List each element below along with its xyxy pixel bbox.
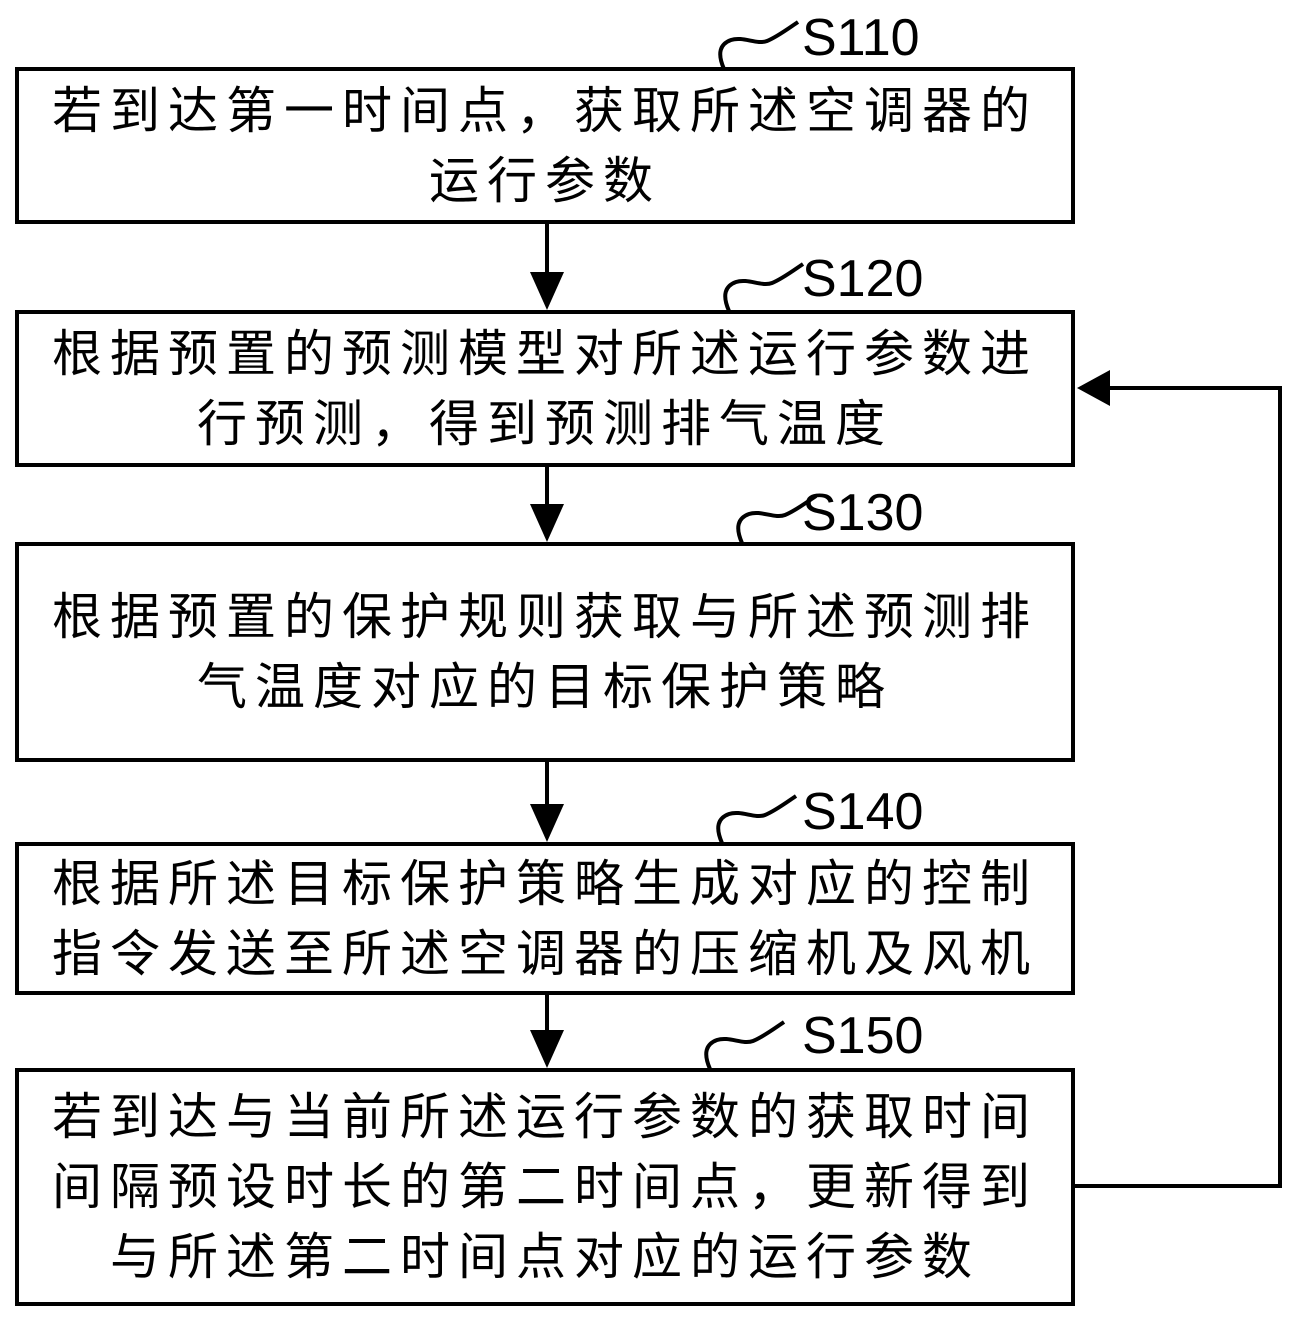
step-text-line: 根据预置的预测模型对所述运行参数进 — [52, 324, 1038, 383]
step-text-line: 若到达第一时间点，获取所述空调器的 — [52, 81, 1038, 140]
step-label-s140: S140 — [802, 783, 924, 841]
step-label-s150: S150 — [802, 1007, 924, 1065]
lead-squiggle-s150 — [704, 1020, 786, 1070]
arrowhead-down-2 — [530, 504, 564, 542]
step-box-s120: 根据预置的预测模型对所述运行参数进 行预测，得到预测排气温度 — [15, 310, 1075, 467]
step-text-line: 根据所述目标保护策略生成对应的控制 — [52, 854, 1038, 913]
feedback-line — [1075, 386, 1282, 1188]
step-text-line: 指令发送至所述空调器的压缩机及风机 — [52, 924, 1038, 983]
arrowhead-down-3 — [530, 804, 564, 842]
lead-squiggle-s110 — [718, 20, 800, 70]
step-text-line: 与所述第二时间点对应的运行参数 — [110, 1228, 980, 1286]
lead-squiggle-s130 — [736, 494, 818, 544]
step-text-line: 气温度对应的目标保护策略 — [197, 658, 893, 716]
arrowhead-left-feedback — [1077, 370, 1110, 406]
lead-squiggle-s120 — [723, 262, 805, 312]
step-text-line: 行预测，得到预测排气温度 — [197, 394, 893, 453]
step-box-s130: 根据预置的保护规则获取与所述预测排 气温度对应的目标保护策略 — [15, 542, 1075, 762]
step-box-s110: 若到达第一时间点，获取所述空调器的 运行参数 — [15, 67, 1075, 224]
step-box-s140: 根据所述目标保护策略生成对应的控制 指令发送至所述空调器的压缩机及风机 — [15, 842, 1075, 995]
lead-squiggle-s140 — [716, 794, 798, 844]
step-box-s150: 若到达与当前所述运行参数的获取时间 间隔预设时长的第二时间点，更新得到 与所述第… — [15, 1068, 1075, 1306]
step-text-line: 根据预置的保护规则获取与所述预测排 — [52, 588, 1038, 646]
arrowhead-down-4 — [530, 1030, 564, 1068]
step-label-s120: S120 — [802, 250, 924, 308]
step-label-s110: S110 — [802, 9, 920, 67]
arrowhead-down-1 — [530, 272, 564, 310]
step-text-line: 若到达与当前所述运行参数的获取时间 — [52, 1088, 1038, 1146]
step-label-s130: S130 — [802, 484, 924, 542]
step-text-line: 运行参数 — [429, 151, 661, 210]
step-text-line: 间隔预设时长的第二时间点，更新得到 — [52, 1158, 1038, 1216]
